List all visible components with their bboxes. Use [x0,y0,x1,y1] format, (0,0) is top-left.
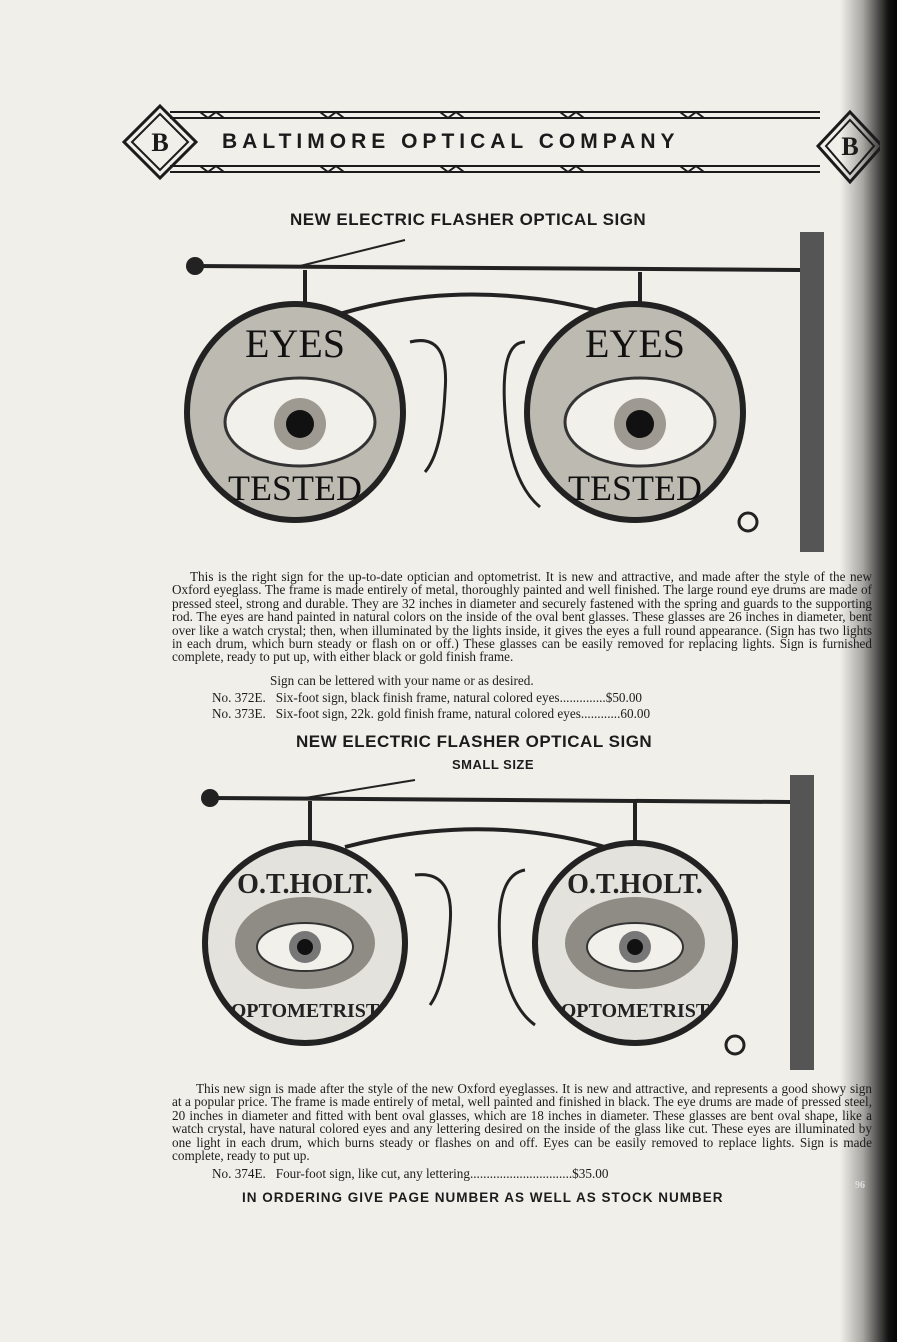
item-description: Six-foot sign, 22k. gold finish frame, n… [275,706,621,721]
page-number: 96 [855,1180,865,1191]
section2-title: NEW ELECTRIC FLASHER OPTICAL SIGN [296,732,653,751]
section1-title: NEW ELECTRIC FLASHER OPTICAL SIGN [290,210,647,229]
sign2-right-bottom-lettering: OPTOMETRIST [561,1000,710,1022]
company-banner: B B [121,103,880,185]
logo-left: B [151,128,168,157]
sign1-left-bottom-lettering: TESTED [228,468,362,508]
item-price: $35.00 [572,1166,609,1181]
ordering-notice: IN ORDERING GIVE PAGE NUMBER AS WELL AS … [242,1190,724,1205]
item-number: No. 372E. [212,690,266,705]
logo-right: B [841,132,858,161]
section1-note: Sign can be lettered with your name or a… [270,673,534,688]
item-price: 60.00 [620,706,651,721]
section2-description: This new sign is made after the style of… [172,1081,872,1164]
section2-subtitle: SMALL SIZE [452,757,535,772]
catalog-item-372e: No. 372E. Six-foot sign, black finish fr… [212,690,642,706]
binding-shadow [840,0,897,1342]
item-description: Six-foot sign, black finish frame, natur… [275,690,606,705]
catalog-item-374e: No. 374E. Four-foot sign, like cut, any … [212,1166,608,1182]
item-number: No. 373E. [212,706,266,721]
small-sign-illustration: O.T.HOLT. OPTOMETRIST O.T.HOLT. OPTOMETR… [201,775,814,1070]
company-name: BALTIMORE OPTICAL COMPANY [222,130,680,153]
large-sign-illustration: EYES TESTED EYES TESTED [184,232,824,552]
sign1-left-top-lettering: EYES [245,321,345,366]
item-description: Four-foot sign, like cut, any lettering.… [275,1166,573,1181]
sign2-left-top-lettering: O.T.HOLT. [237,869,373,900]
sign2-right-top-lettering: O.T.HOLT. [567,869,703,900]
sign1-right-bottom-lettering: TESTED [568,468,702,508]
sign1-right-top-lettering: EYES [585,321,685,366]
section1-description: This is the right sign for the up-to-dat… [172,569,872,665]
catalog-item-373e: No. 373E. Six-foot sign, 22k. gold finis… [212,706,650,722]
item-number: No. 374E. [212,1166,266,1181]
sign2-left-bottom-lettering: OPTOMETRIST [231,1000,380,1022]
item-price: $50.00 [605,690,642,705]
